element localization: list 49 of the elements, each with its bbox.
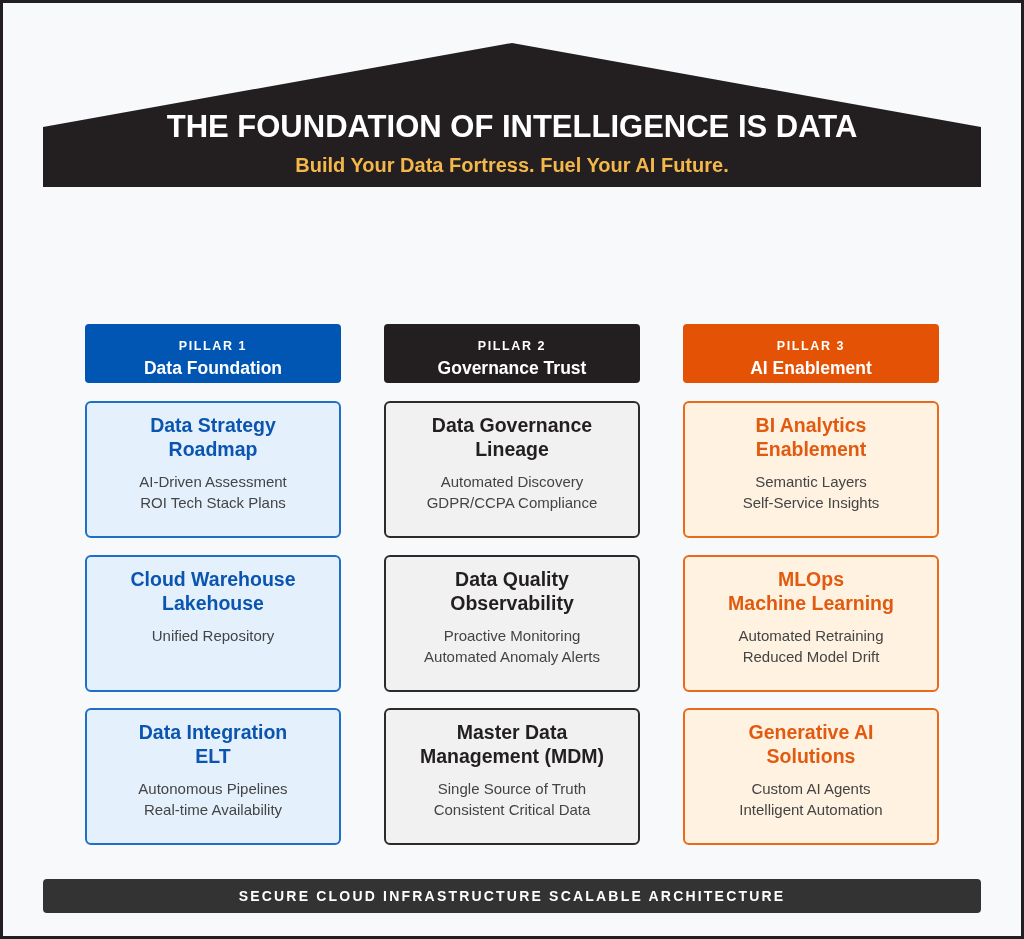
service-card: [683, 708, 939, 845]
feature-text: Single Source of Truth: [437, 779, 587, 799]
pillar-label: PILLAR 2: [477, 338, 547, 354]
service-card: [85, 708, 341, 845]
service-card: [683, 401, 939, 538]
service-card: [85, 401, 341, 538]
card-title: Master Data Management (MDM): [419, 720, 605, 768]
banner-subtitle: Build Your Data Fortress. Fuel Your AI Future.: [295, 153, 729, 177]
card-title: Data Integration ELT: [138, 720, 288, 768]
feature-text: Autonomous Pipelines: [138, 779, 288, 799]
pillar-header: [85, 324, 341, 383]
feature-text: ROI Tech Stack Plans: [140, 493, 286, 513]
card-title: Data Governance Lineage: [431, 413, 593, 461]
service-card: [384, 708, 640, 845]
card-title: Data Quality Observability: [450, 567, 574, 615]
service-card: [384, 401, 640, 538]
feature-text: Proactive Monitoring: [443, 626, 581, 646]
feature-text: GDPR/CCPA Compliance: [426, 493, 598, 513]
feature-text: Self-Service Insights: [742, 493, 880, 513]
feature-text: Automated Retraining: [738, 626, 884, 646]
roof-banner: [43, 43, 981, 187]
feature-text: Intelligent Automation: [739, 800, 883, 820]
service-card: [85, 555, 341, 692]
feature-text: Unified Repository: [151, 626, 275, 646]
pillar-title: Data Foundation: [143, 357, 282, 380]
card-title: Cloud Warehouse Lakehouse: [130, 567, 296, 615]
card-title: Data Strategy Roadmap: [150, 413, 276, 461]
pillar-label: PILLAR 1: [178, 338, 248, 354]
card-title: Generative AI Solutions: [748, 720, 874, 768]
pillar-header: [384, 324, 640, 383]
feature-text: Consistent Critical Data: [433, 800, 591, 820]
pillar-label: PILLAR 3: [776, 338, 846, 354]
card-title: BI Analytics Enablement: [755, 413, 867, 461]
foundation-label: SECURE CLOUD INFRASTRUCTURE SCALABLE ARCHITECTURE: [238, 887, 786, 905]
card-title: MLOps Machine Learning: [728, 567, 894, 615]
feature-text: Custom AI Agents: [751, 779, 871, 799]
pillar-header: [683, 324, 939, 383]
feature-text: Semantic Layers: [755, 472, 867, 492]
pillar-title: Governance Trust: [437, 357, 587, 380]
feature-text: AI-Driven Assessment: [139, 472, 287, 492]
service-card: [384, 555, 640, 692]
pillar-title: AI Enablement: [750, 357, 872, 380]
banner-title: THE FOUNDATION OF INTELLIGENCE IS DATA: [166, 109, 858, 145]
feature-text: Reduced Model Drift: [742, 647, 880, 667]
feature-text: Automated Discovery: [440, 472, 584, 492]
feature-text: Automated Anomaly Alerts: [424, 647, 600, 667]
foundation-bar: [43, 879, 981, 913]
feature-text: Real-time Availability: [143, 800, 283, 820]
service-card: [683, 555, 939, 692]
